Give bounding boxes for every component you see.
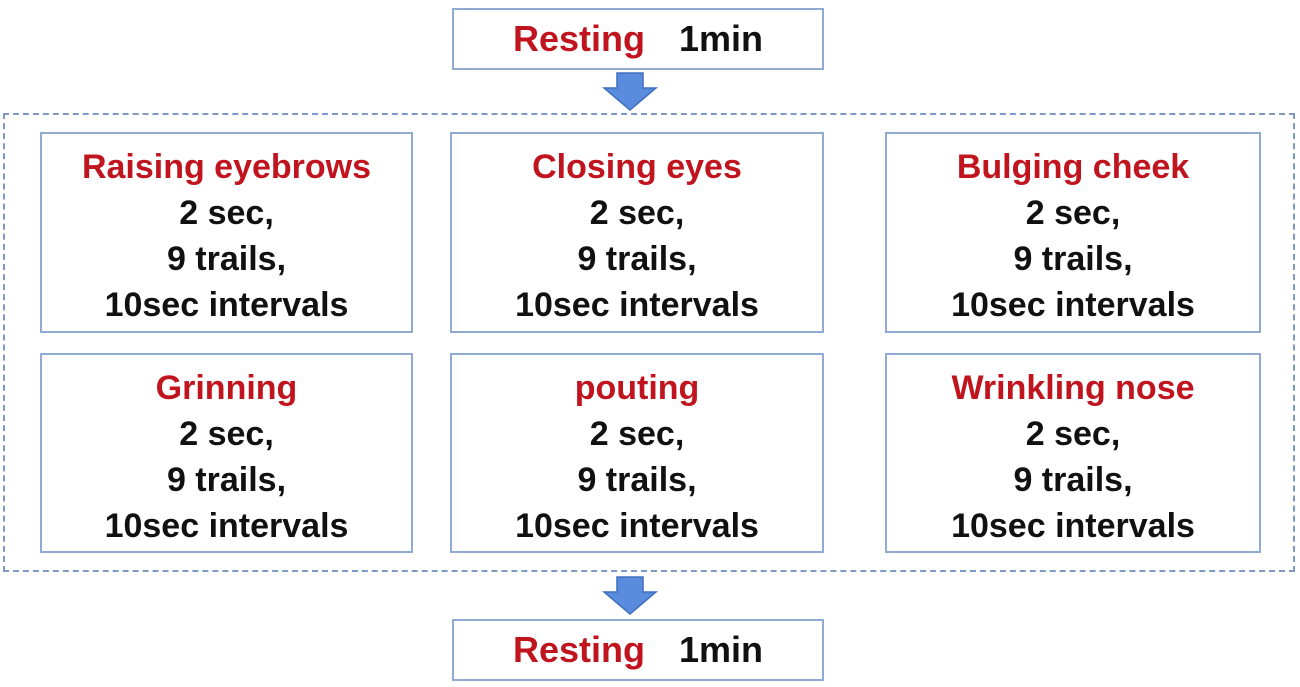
task-duration: 2 sec, xyxy=(589,194,685,232)
task-trials: 9 trails, xyxy=(1013,461,1133,499)
task-interval: 10sec intervals xyxy=(951,507,1195,545)
task-duration: 2 sec, xyxy=(179,415,274,453)
resting-start-label: Resting xyxy=(512,18,645,59)
task-box-bulging-cheek: Bulging cheek 2 sec, 9 trails, 10sec int… xyxy=(885,132,1261,333)
resting-start-box: Resting 1min xyxy=(452,8,824,70)
task-interval: 10sec intervals xyxy=(515,286,759,324)
task-trials: 9 trails, xyxy=(577,240,697,278)
task-title: Closing eyes xyxy=(532,148,742,186)
task-trials: 9 trails, xyxy=(577,461,697,499)
task-duration: 2 sec, xyxy=(1025,415,1121,453)
task-interval: 10sec intervals xyxy=(104,286,349,324)
task-title: pouting xyxy=(574,369,700,407)
task-box-grinning: Grinning 2 sec, 9 trails, 10sec interval… xyxy=(40,353,413,553)
task-interval: 10sec intervals xyxy=(515,507,759,545)
task-duration: 2 sec, xyxy=(1025,194,1121,232)
task-duration: 2 sec, xyxy=(589,415,685,453)
task-group-frame xyxy=(3,113,1295,572)
task-title: Raising eyebrows xyxy=(81,148,372,186)
resting-end-duration: 1min xyxy=(678,629,764,670)
task-box-raising-eyebrows: Raising eyebrows 2 sec, 9 trails, 10sec … xyxy=(40,132,413,333)
task-title: Grinning xyxy=(155,369,298,407)
resting-start-duration: 1min xyxy=(678,18,764,59)
task-interval: 10sec intervals xyxy=(104,507,349,545)
task-duration: 2 sec, xyxy=(179,194,274,232)
task-title: Wrinkling nose xyxy=(951,369,1195,407)
task-trials: 9 trails, xyxy=(166,240,287,278)
down-arrow-icon xyxy=(602,72,658,111)
task-title: Bulging cheek xyxy=(956,148,1190,186)
task-trials: 9 trails, xyxy=(1013,240,1133,278)
task-box-closing-eyes: Closing eyes 2 sec, 9 trails, 10sec inte… xyxy=(450,132,824,333)
resting-end-label: Resting xyxy=(512,629,645,670)
task-trials: 9 trails, xyxy=(166,461,287,499)
task-interval: 10sec intervals xyxy=(951,286,1195,324)
resting-end-box: Resting 1min xyxy=(452,619,824,681)
down-arrow-icon xyxy=(602,576,658,615)
task-box-wrinkling-nose: Wrinkling nose 2 sec, 9 trails, 10sec in… xyxy=(885,353,1261,553)
task-box-pouting: pouting 2 sec, 9 trails, 10sec intervals xyxy=(450,353,824,553)
